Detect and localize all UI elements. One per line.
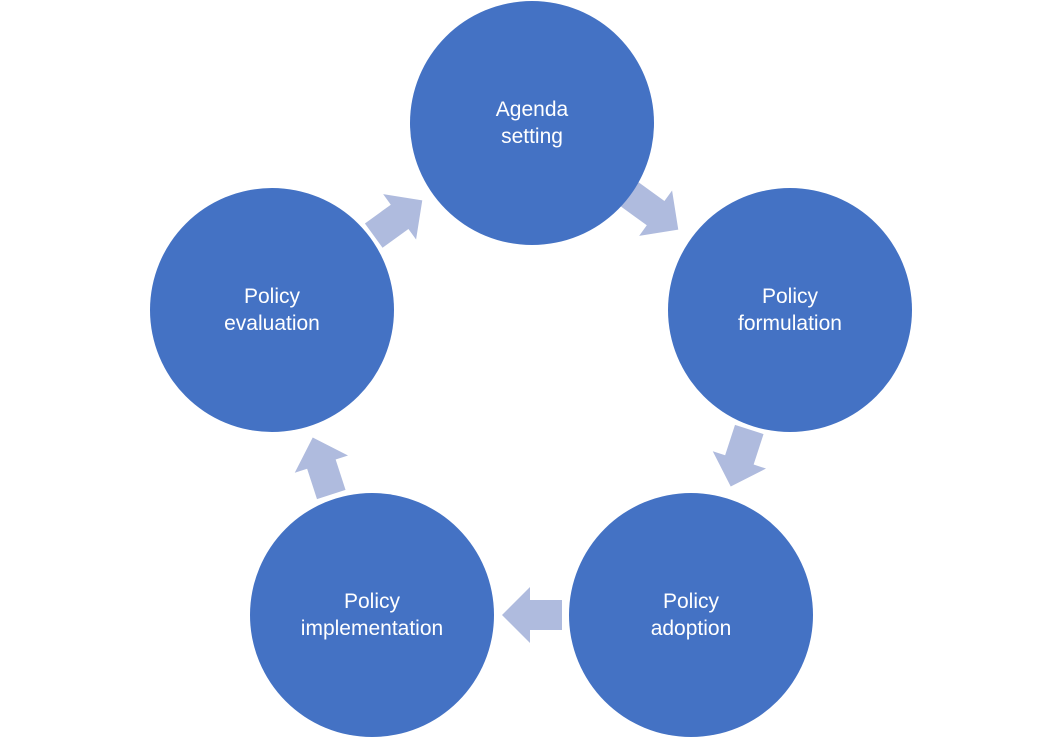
node-circle-policy-adoption (569, 493, 813, 737)
node-layer: AgendasettingPolicyformulationPolicyadop… (150, 1, 912, 737)
node-label-policy-formulation-line-1: Policy (762, 285, 819, 308)
node-label-policy-implementation-line-2: implementation (301, 617, 443, 640)
arrow-layer (294, 182, 767, 643)
arrow-policy-evaluation-to-agenda-setting (364, 194, 423, 248)
node-label-policy-evaluation-line-1: Policy (244, 285, 301, 308)
node-circle-policy-evaluation (150, 188, 394, 432)
node-label-policy-adoption-line-2: adoption (651, 617, 732, 640)
arrow-policy-adoption-to-policy-implementation (502, 587, 562, 643)
node-label-policy-formulation-line-2: formulation (738, 312, 842, 335)
node-label-policy-evaluation-line-2: evaluation (224, 312, 320, 335)
node-label-agenda-setting-line-1: Agenda (496, 98, 569, 121)
arrow-agenda-setting-to-policy-formulation (620, 182, 679, 236)
node-agenda-setting: Agenda setting (410, 1, 654, 245)
node-circle-policy-implementation (250, 493, 494, 737)
node-label-policy-adoption-line-1: Policy (663, 590, 720, 613)
arrow-policy-formulation-to-policy-adoption (712, 424, 767, 487)
arrow-policy-implementation-to-policy-evaluation (294, 437, 349, 500)
node-circle-agenda-setting (410, 1, 654, 245)
node-policy-implementation: Policy implementation (250, 493, 494, 737)
node-policy-adoption: Policy adoption (569, 493, 813, 737)
node-policy-evaluation: Policy evaluation (150, 188, 394, 432)
node-policy-formulation: Policy formulation (668, 188, 912, 432)
node-label-policy-implementation-line-1: Policy (344, 590, 401, 613)
node-circle-policy-formulation (668, 188, 912, 432)
node-label-agenda-setting-line-2: setting (501, 125, 563, 148)
